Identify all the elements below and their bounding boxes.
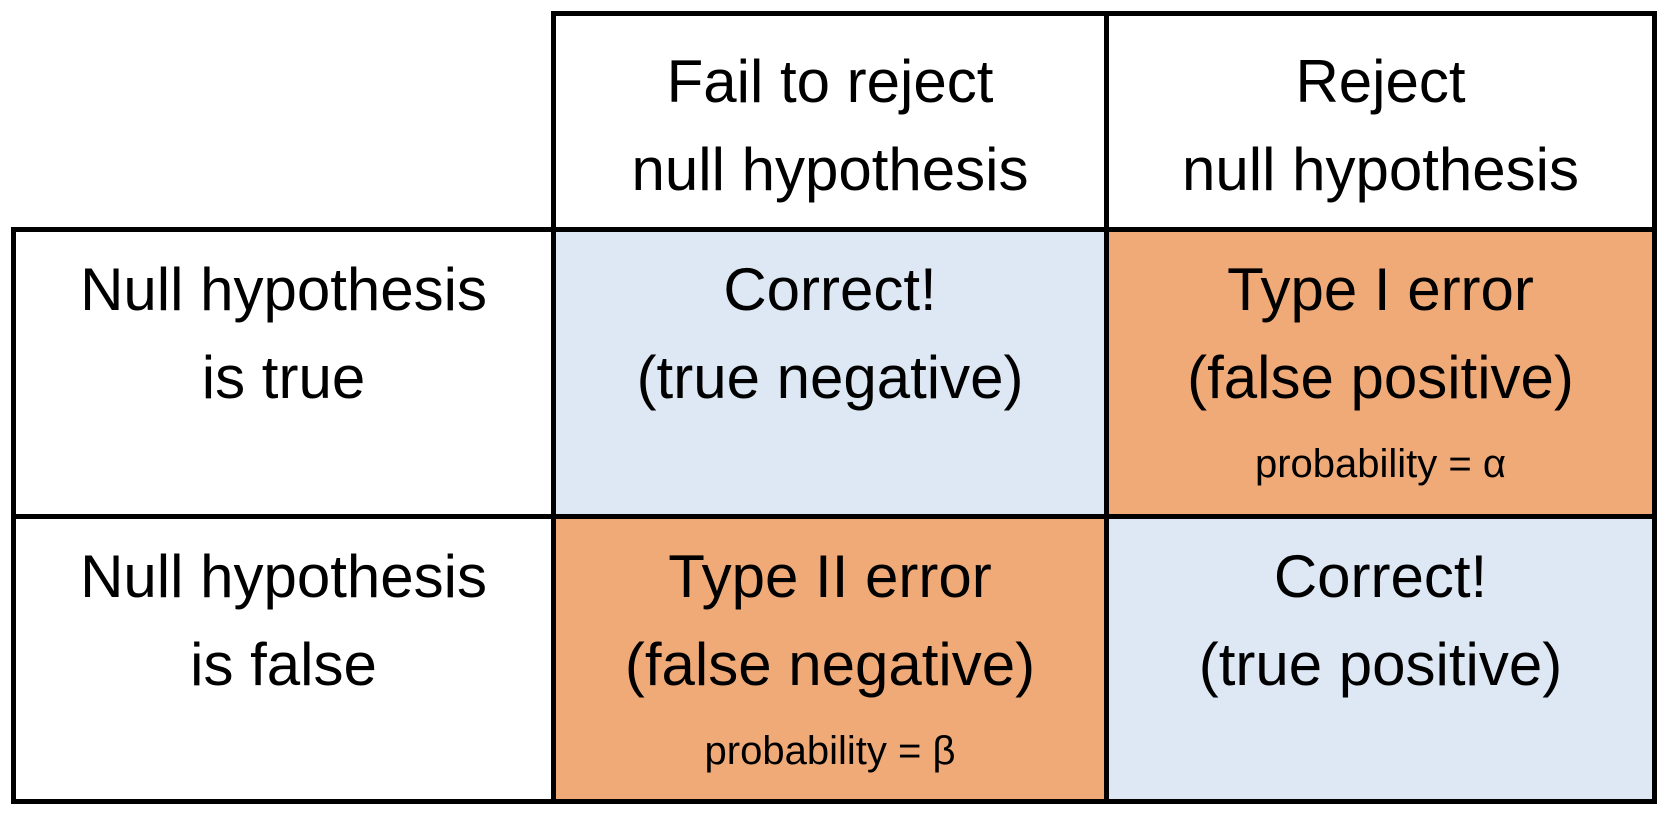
col-header-fail-to-reject-label: Fail to reject null hypothesis xyxy=(631,48,1029,203)
row-header-null-false-label: Null hypothesis is false xyxy=(80,543,487,698)
col-header-fail-to-reject: Fail to reject null hypothesis xyxy=(551,11,1109,232)
cell-type-1-error-subtitle: (false positive) xyxy=(1187,344,1574,411)
cell-type-2-error-title: Type II error xyxy=(668,543,992,610)
cell-type-1-error-probability: probability = α xyxy=(1254,442,1507,486)
cell-type-2-error: Type II error (false negative) probabili… xyxy=(551,514,1109,804)
col-header-reject-label: Reject null hypothesis xyxy=(1182,48,1579,203)
cell-type-1-error: Type I error (false positive) probabilit… xyxy=(1104,227,1657,519)
hypothesis-test-outcome-table: Fail to reject null hypothesis Reject nu… xyxy=(11,11,1657,804)
cell-true-positive-subtitle: (true positive) xyxy=(1198,631,1563,698)
cell-true-positive: Correct! (true positive) xyxy=(1104,514,1657,804)
cell-type-2-error-probability: probability = β xyxy=(704,729,956,773)
row-header-null-false: Null hypothesis is false xyxy=(11,514,556,804)
cell-true-positive-title: Correct! xyxy=(1273,543,1488,610)
header-row: Fail to reject null hypothesis Reject nu… xyxy=(13,11,1657,232)
row-null-true: Null hypothesis is true Correct! (true n… xyxy=(11,227,1657,519)
cell-true-negative-subtitle: (true negative) xyxy=(636,344,1024,411)
cell-true-negative-title: Correct! xyxy=(723,256,937,323)
cell-type-2-error-subtitle: (false negative) xyxy=(624,631,1036,698)
corner-cell xyxy=(13,13,554,230)
cell-type-1-error-title: Type I error xyxy=(1227,256,1534,323)
cell-true-negative: Correct! (true negative) xyxy=(551,227,1109,519)
col-header-reject: Reject null hypothesis xyxy=(1104,11,1657,232)
row-null-false: Null hypothesis is false Type II error (… xyxy=(11,514,1657,804)
row-header-null-true-label: Null hypothesis is true xyxy=(80,256,487,411)
row-header-null-true: Null hypothesis is true xyxy=(11,227,556,519)
